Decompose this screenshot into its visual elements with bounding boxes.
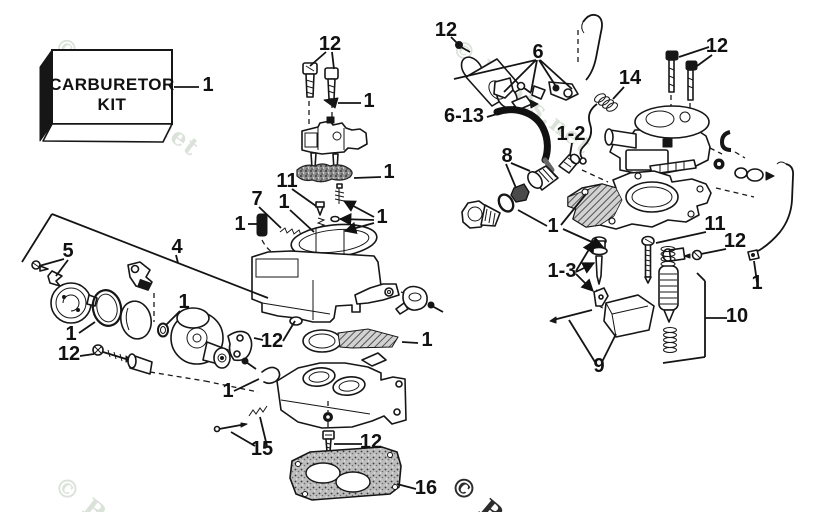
air-horn-gasket (296, 163, 353, 183)
mixture-plug (256, 213, 273, 253)
pump-plunger-assembly (658, 246, 679, 353)
callout-8-25: 8 (501, 145, 512, 167)
callout-1-3-30: 1-3 (548, 260, 577, 282)
callout-1-12: 1 (65, 323, 76, 345)
choke-cover-group (31, 260, 152, 340)
callout-1-2-24: 1-2 (557, 123, 586, 145)
callout-1-19: 1 (421, 329, 432, 351)
fuel-hose (493, 106, 555, 173)
callout-1-7: 1 (234, 213, 245, 235)
fuel-filter-group (461, 165, 559, 229)
air-horn-assembly (301, 116, 368, 171)
callout-6-13-23: 6-13 (444, 105, 484, 127)
pump-check-valve (662, 247, 703, 262)
callout-12-15: 12 (261, 330, 283, 352)
throttle-body (276, 352, 407, 429)
callout-12-20: 12 (435, 19, 457, 41)
callout-4-10: 4 (171, 236, 183, 258)
callout-14-22: 14 (619, 67, 642, 89)
idle-spring (279, 227, 302, 236)
kit-box-label-line1: CARBURETOR (49, 75, 175, 94)
right-carburetor-assembly (604, 105, 795, 261)
bowl-gasket (567, 170, 712, 230)
callout-1-27: 1 (547, 215, 558, 237)
callout-1-2: 1 (363, 90, 374, 112)
base-gasket (289, 446, 402, 501)
main-carburetor-body (251, 223, 444, 326)
callout-9-33: 9 (593, 355, 604, 377)
watermark-bottom-left: © Boats.net (48, 470, 211, 512)
watermark-bottom-center: © Boats.net (444, 469, 610, 512)
callout-11-28: 11 (704, 213, 725, 235)
callout-15-16: 15 (251, 438, 273, 460)
choke-lever-parts (493, 13, 603, 101)
callout-11-4: 11 (276, 170, 297, 192)
kit-box-label-line2: KIT (98, 95, 127, 114)
callout-5-9: 5 (62, 240, 73, 262)
callout-12-17: 12 (360, 431, 382, 453)
idle-needle-and-spring (213, 405, 268, 433)
callout-12-13: 12 (58, 343, 80, 365)
callout-1-31: 1 (751, 272, 762, 294)
float-assembly (549, 287, 655, 338)
callout-1-3: 1 (383, 161, 394, 183)
choke-spring-and-link (579, 93, 618, 165)
callout-1-14: 1 (222, 380, 233, 402)
throttle-body-flange-gasket (302, 328, 399, 353)
carburetor-kit-box: CARBURETOR KIT (39, 49, 175, 143)
callout-10-32: 10 (726, 305, 748, 327)
callout-7-5: 7 (251, 188, 262, 210)
choke-housing-assembly (127, 261, 281, 393)
callout-6-21: 6 (532, 41, 543, 63)
callout-12-26: 12 (706, 35, 728, 57)
main-jet-screw (641, 235, 655, 284)
leader-lines (21, 36, 758, 490)
callout-12-29: 12 (724, 230, 746, 252)
callout-1-11: 1 (178, 291, 189, 313)
callout-1-0: 1 (202, 74, 213, 96)
callout-1-8: 1 (376, 206, 387, 228)
callout-16-18: 16 (415, 477, 437, 499)
callout-12-1: 12 (319, 33, 341, 55)
float-pin-clip (323, 97, 361, 109)
inlet-needle-valve (558, 153, 609, 183)
callout-1-6: 1 (278, 191, 289, 213)
